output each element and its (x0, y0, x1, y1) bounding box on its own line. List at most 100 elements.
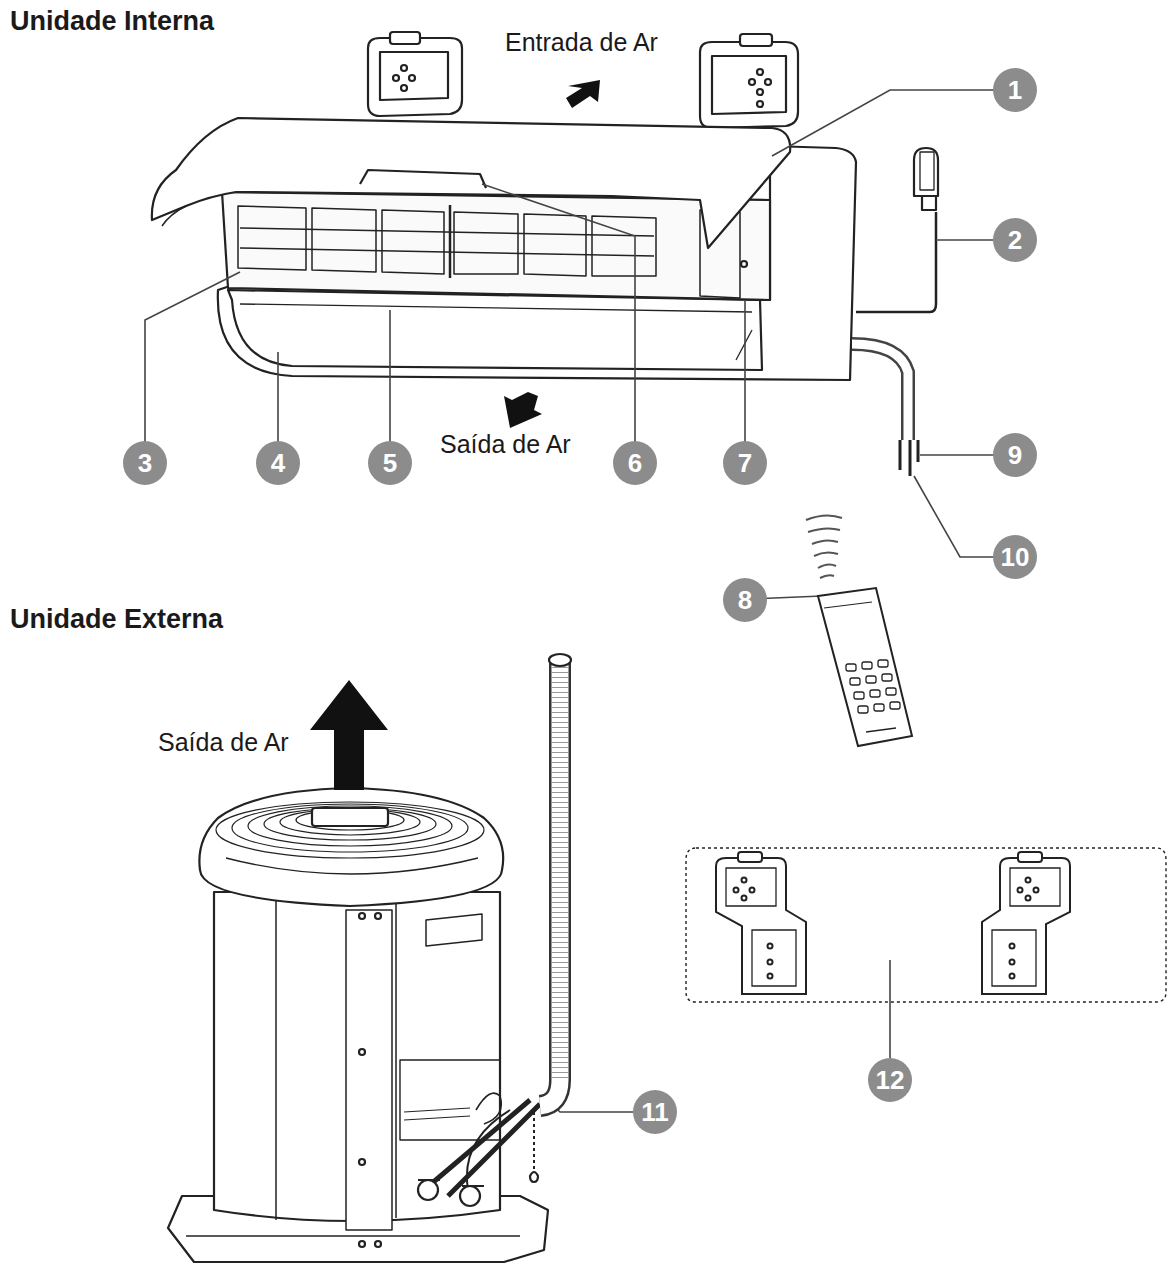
outdoor-unit-part (400, 1060, 500, 1140)
remote-control-part (806, 515, 842, 578)
leader-lines-part (145, 272, 240, 442)
mounting-plate-part (738, 852, 762, 862)
callout-number: 10 (993, 535, 1037, 579)
leader-lines-part (744, 300, 746, 442)
leader-lines-part (277, 352, 279, 442)
leader-lines-part (482, 184, 635, 442)
indoor-unit-part-part (312, 208, 376, 272)
remote-control-part-part (874, 704, 884, 711)
remote-control-part-part (806, 515, 842, 520)
callout-number: 12 (868, 1058, 912, 1102)
mounting-plate-part (734, 888, 739, 893)
outdoor-unit-part (418, 1180, 484, 1186)
outdoor-unit-part-part (264, 808, 436, 840)
callout-number: 1 (993, 68, 1037, 112)
callout-number: 5 (368, 441, 412, 485)
indoor-unit-part (922, 196, 936, 210)
indoor-unit-part (409, 75, 415, 81)
outdoor-unit-part (426, 914, 482, 946)
outdoor-unit-part (375, 913, 381, 919)
indoor-unit-part-part (524, 214, 586, 276)
indoor-unit-part (240, 304, 752, 312)
remote-control-part-part (890, 702, 900, 709)
indoor-unit-part (749, 79, 755, 85)
indoor-unit-part (401, 85, 407, 91)
indoor-unit-part (712, 56, 786, 114)
mounting-plate-part (768, 944, 773, 949)
mounting-plate-part (686, 848, 1166, 1002)
indoor-unit-part (852, 344, 908, 440)
callout-text: 2 (1008, 225, 1022, 256)
outdoor-unit-part (186, 1235, 520, 1236)
indoor-unit-part (852, 344, 908, 440)
callout-text: 12 (876, 1065, 905, 1096)
leader-lines-part (914, 476, 994, 557)
outdoor-unit-part (375, 1241, 381, 1247)
callout-text: 4 (271, 448, 285, 479)
callout-number: 3 (123, 441, 167, 485)
mounting-plate-part (742, 878, 747, 883)
outdoor-unit-part (530, 1172, 538, 1182)
airflow-label: Saída de Ar (440, 430, 571, 459)
callout-number: 2 (993, 218, 1037, 262)
mounting-plate-part (1034, 888, 1039, 893)
mounting-plate-part (768, 960, 773, 965)
remote-control-part-part (866, 728, 896, 732)
outdoor-unit-part (226, 858, 478, 874)
mounting-plate-part (1026, 878, 1031, 883)
remote-control-part-part (866, 676, 876, 683)
outdoor-unit-part-part (216, 802, 484, 858)
outdoor-unit-part-part (248, 806, 452, 846)
remote-control-part-part (886, 688, 896, 695)
indoor-unit-part (740, 34, 772, 46)
indoor-unit-part (856, 212, 936, 312)
indoor-unit-part (736, 330, 752, 360)
mounting-plate-part (1010, 974, 1015, 979)
remote-control-part-part (854, 692, 864, 699)
leader-lines-part (920, 454, 994, 456)
indoor-unit-part (380, 52, 448, 100)
leader-lines-part (936, 239, 994, 241)
callout-number: 11 (633, 1090, 677, 1134)
indoor-unit (152, 32, 938, 476)
outdoor-unit-part (549, 654, 571, 666)
section-heading: Unidade Externa (10, 604, 223, 635)
indoor-unit-part (228, 290, 762, 370)
remote-control-part-part (812, 540, 838, 544)
remote-control-part-part (818, 564, 836, 568)
mounting-plate-part (716, 858, 806, 994)
callout-text: 7 (738, 448, 752, 479)
indoor-unit-part (765, 79, 771, 85)
callout-number: 9 (993, 433, 1037, 477)
airflow-label: Entrada de Ar (505, 28, 658, 57)
section-heading: Unidade Interna (10, 6, 214, 37)
indoor-unit-part-part (382, 210, 444, 274)
remote-control-part-part (878, 660, 888, 667)
remote-control-part-part (846, 664, 856, 671)
mounting-plate-part (726, 868, 776, 906)
indoor-unit-part (238, 205, 656, 278)
mounting-plate-part (1010, 960, 1015, 965)
remote-control-part-part (820, 575, 834, 578)
remote-control-part (824, 602, 872, 608)
remote-control-part-part (862, 662, 872, 669)
outdoor-unit-part (418, 1180, 438, 1200)
indoor-unit-part (914, 148, 938, 196)
remote-control-part-part (858, 706, 868, 713)
mounting-plate-part (768, 974, 773, 979)
outdoor-unit-part (310, 680, 388, 790)
indoor-unit-part (757, 101, 763, 107)
indoor-unit-part (504, 392, 542, 428)
callout-number: 6 (613, 441, 657, 485)
remote-control-part-part (808, 528, 840, 532)
indoor-unit-part (390, 32, 420, 44)
outdoor-unit-part (359, 1241, 365, 1247)
outdoor-unit-part (199, 788, 503, 906)
mounting-plate-part (1010, 944, 1015, 949)
outdoor-unit-part (540, 662, 560, 1106)
remote-control-part (846, 660, 900, 732)
callout-text: 5 (383, 448, 397, 479)
remote-control-part-part (850, 678, 860, 685)
callout-number: 8 (723, 578, 767, 622)
